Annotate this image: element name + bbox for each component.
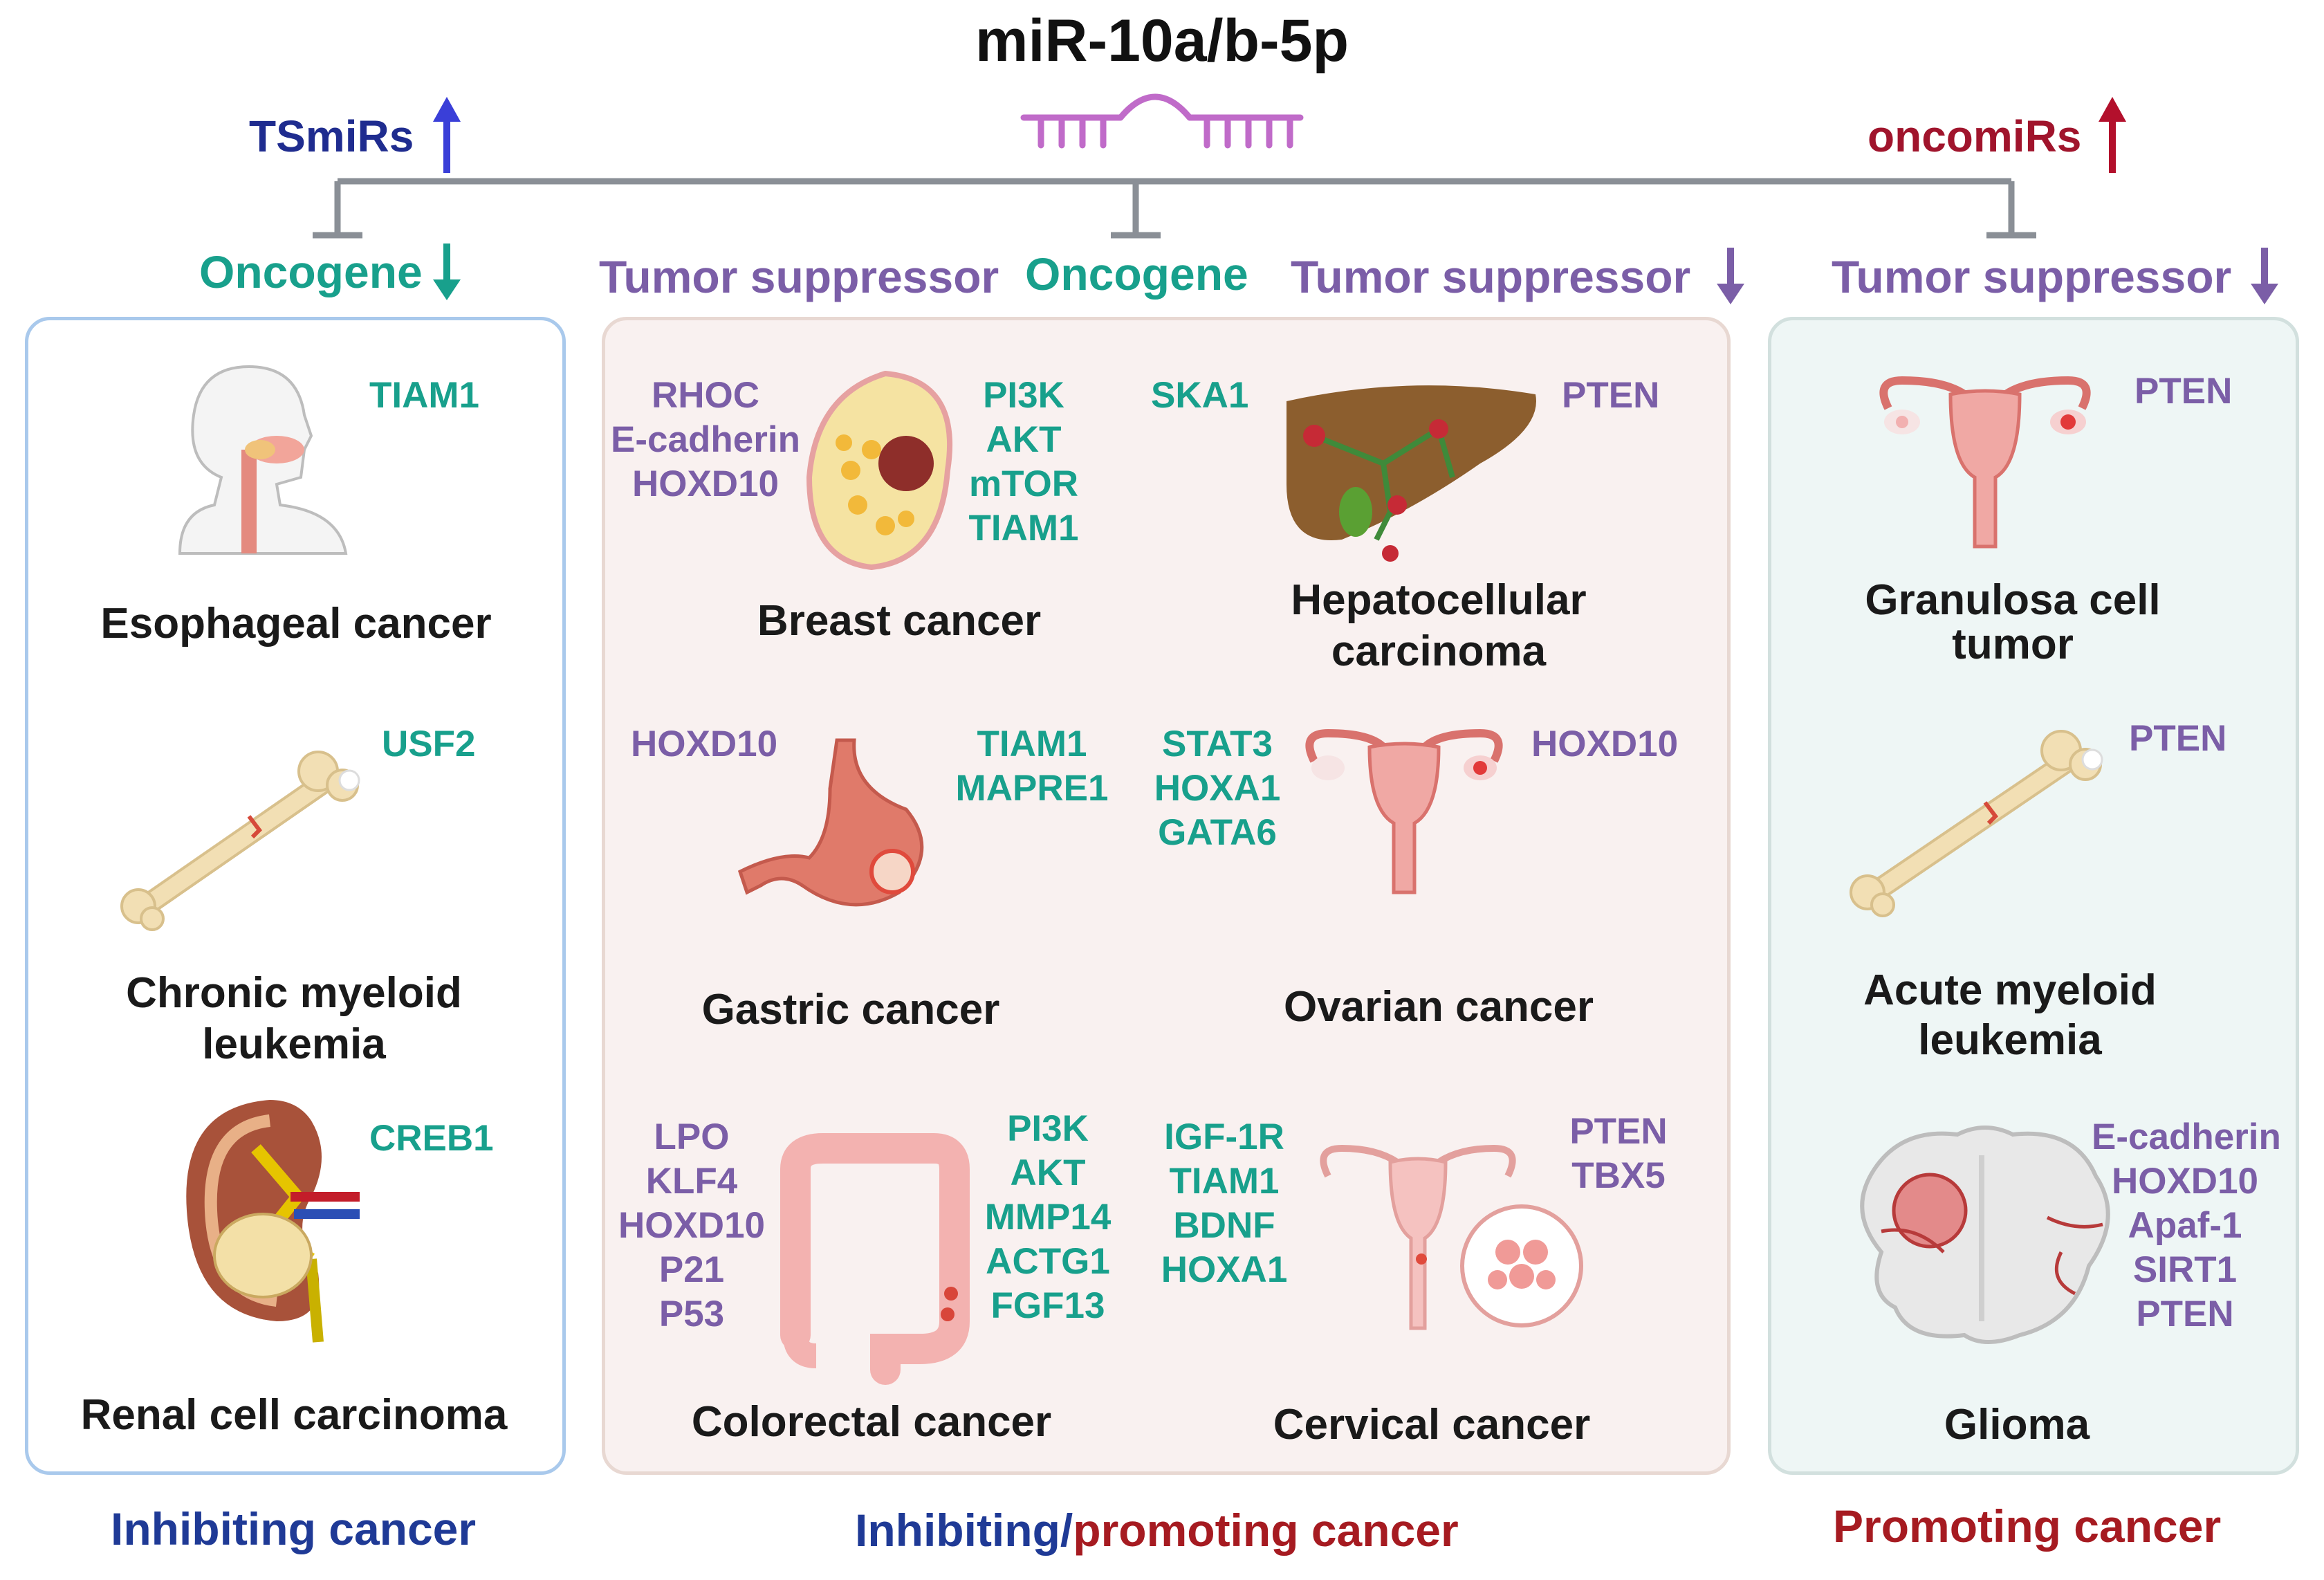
gene-apaf-1: Apaf-1 bbox=[2128, 1205, 2242, 1246]
gene-akt: AKT bbox=[1010, 1152, 1086, 1193]
gene-actg1: ACTG1 bbox=[986, 1241, 1110, 1282]
gene-creb1: CREB1 bbox=[369, 1118, 494, 1159]
gene-mmp14: MMP14 bbox=[984, 1197, 1112, 1238]
bone-icon bbox=[120, 751, 360, 931]
cancer-cervical: Cervical cancer bbox=[1273, 1401, 1591, 1449]
cancer-glioma: Glioma bbox=[1944, 1401, 2090, 1449]
gene-tbx5: TBX5 bbox=[1571, 1155, 1666, 1196]
arrow-up-icon bbox=[433, 97, 461, 173]
cancer-granulosa-line1: Granulosa cell bbox=[1865, 576, 2161, 624]
head-esophagus-icon bbox=[178, 365, 348, 555]
ovarian-oncogene-list: STAT3 HOXA1 GATA6 bbox=[1134, 722, 1300, 855]
cancer-esophageal: Esophageal cancer bbox=[100, 600, 492, 647]
cancer-aml-line1: Acute myeloid bbox=[1863, 966, 2157, 1014]
brain-icon bbox=[1860, 1126, 2110, 1344]
gene-hoxd10: HOXD10 bbox=[631, 463, 780, 504]
bone-icon bbox=[1850, 730, 2103, 917]
gene-pten: PTEN bbox=[2136, 1294, 2234, 1334]
header-mid-tumor-suppressor-right: Tumor suppressor bbox=[1291, 251, 1691, 302]
gastric-oncogene-list: TIAM1 MAPRE1 bbox=[949, 722, 1115, 811]
footer-promoting-part: promoting cancer bbox=[1073, 1505, 1459, 1556]
gene-usf2: USF2 bbox=[382, 724, 476, 764]
cervical-oncogene-list: IGF-1R TIAM1 BDNF HOXA1 bbox=[1141, 1115, 1307, 1292]
footer-inhibiting-part: Inhibiting/ bbox=[855, 1505, 1073, 1556]
header-mid-oncogene: Oncogene bbox=[1025, 248, 1248, 300]
gene-akt: AKT bbox=[986, 419, 1062, 460]
arrow-up-icon bbox=[2099, 97, 2126, 173]
footer-promoting-cancer: Promoting cancer bbox=[1833, 1500, 2222, 1552]
arrow-down-icon bbox=[433, 244, 461, 300]
cancer-hcc-line2: carcinoma bbox=[1331, 627, 1547, 675]
header-right-tumor-suppressor: Tumor suppressor bbox=[1832, 251, 2232, 302]
cancer-hcc-line1: Hepatocellular bbox=[1291, 576, 1587, 624]
breast-tissue-icon bbox=[806, 370, 953, 571]
gene-pten: PTEN bbox=[2134, 371, 2233, 412]
arrow-down-icon bbox=[1717, 248, 1744, 304]
gene-fgf13: FGF13 bbox=[990, 1285, 1105, 1326]
gene-pi3k: PI3K bbox=[983, 375, 1064, 416]
cancer-cml-line2: leukemia bbox=[202, 1020, 386, 1068]
gene-pten: PTEN bbox=[1569, 1111, 1668, 1152]
header-mid-tumor-suppressor-left: Tumor suppressor bbox=[599, 251, 999, 302]
cancer-ovarian: Ovarian cancer bbox=[1283, 983, 1594, 1031]
gene-e-cadherin: E-cadherin bbox=[2092, 1117, 2281, 1157]
cancer-gastric: Gastric cancer bbox=[701, 986, 1000, 1034]
liver-icon bbox=[1286, 385, 1536, 562]
gene-tiam1: TIAM1 bbox=[968, 508, 1079, 549]
gene-mapre1: MAPRE1 bbox=[955, 768, 1109, 809]
gene-klf4: KLF4 bbox=[645, 1161, 738, 1202]
gene-igf-1r: IGF-1R bbox=[1164, 1117, 1284, 1157]
cervical-suppressor-list: PTEN TBX5 bbox=[1556, 1110, 1681, 1198]
inhibition-bracket bbox=[313, 178, 2036, 239]
breast-oncogene-list: PI3K AKT mTOR TIAM1 bbox=[954, 374, 1093, 551]
oncomirs-label: oncomiRs bbox=[1868, 111, 2082, 161]
breast-suppressor-list: RHOC E-cadherin HOXD10 bbox=[609, 374, 802, 506]
gene-lpo: LPO bbox=[654, 1117, 730, 1157]
gene-gata6: GATA6 bbox=[1158, 812, 1277, 853]
cancer-rcc: Renal cell carcinoma bbox=[80, 1391, 508, 1439]
gene-bdnf: BDNF bbox=[1173, 1205, 1275, 1246]
cancer-breast: Breast cancer bbox=[757, 597, 1042, 645]
footer-inhibiting-promoting: Inhibiting/promoting cancer bbox=[855, 1504, 1459, 1556]
gene-tiam1: TIAM1 bbox=[1169, 1161, 1280, 1202]
gene-p53: P53 bbox=[658, 1294, 725, 1334]
colon-icon bbox=[780, 1133, 970, 1385]
kidney-icon bbox=[186, 1100, 360, 1343]
colorectal-suppressor-list: LPO KLF4 HOXD10 P21 P53 bbox=[609, 1115, 775, 1336]
gene-hoxd10: HOXD10 bbox=[1531, 724, 1679, 764]
glioma-suppressor-list: E-cadherin HOXD10 Apaf-1 SIRT1 PTEN bbox=[2092, 1115, 2281, 1336]
header-left-oncogene: Oncogene bbox=[199, 246, 423, 297]
cancer-aml-line2: leukemia bbox=[1918, 1016, 2102, 1064]
uterus-ovaries-icon bbox=[1879, 376, 2091, 549]
gene-hoxd10: HOXD10 bbox=[618, 1205, 766, 1246]
cancer-granulosa-line2: tumor bbox=[1952, 621, 2074, 668]
gene-hoxa1: HOXA1 bbox=[1161, 1249, 1288, 1290]
diagram-title: miR-10a/b-5p bbox=[975, 8, 1349, 74]
footer-inhibiting-cancer: Inhibiting cancer bbox=[111, 1503, 477, 1554]
gene-rhoc: RHOC bbox=[651, 375, 760, 416]
tsmirs-label: TSmiRs bbox=[249, 111, 414, 161]
cancer-cml-line1: Chronic myeloid bbox=[126, 969, 462, 1017]
gene-hoxd10: HOXD10 bbox=[631, 724, 778, 764]
gene-hoxd10: HOXD10 bbox=[2111, 1161, 2259, 1202]
colorectal-oncogene-list: PI3K AKT MMP14 ACTG1 FGF13 bbox=[968, 1107, 1127, 1328]
gene-e-cadherin: E-cadherin bbox=[611, 419, 800, 460]
gene-hoxa1: HOXA1 bbox=[1154, 768, 1281, 809]
gene-ska1: SKA1 bbox=[1151, 375, 1249, 416]
gene-tiam1: TIAM1 bbox=[369, 375, 479, 416]
gene-pten: PTEN bbox=[1562, 375, 1660, 416]
cancer-colorectal: Colorectal cancer bbox=[691, 1398, 1052, 1446]
arrow-down-icon bbox=[2251, 248, 2278, 304]
stomach-icon bbox=[737, 738, 924, 907]
gene-pi3k: PI3K bbox=[1007, 1108, 1089, 1149]
gene-mtor: mTOR bbox=[968, 463, 1079, 504]
cervix-icon bbox=[1320, 1144, 1583, 1330]
gene-pten: PTEN bbox=[2129, 718, 2227, 759]
gene-stat3: STAT3 bbox=[1162, 724, 1273, 764]
uterus-ovaries-icon bbox=[1305, 728, 1503, 894]
gene-sirt1: SIRT1 bbox=[2132, 1249, 2238, 1290]
gene-p21: P21 bbox=[658, 1249, 725, 1290]
gene-tiam1: TIAM1 bbox=[977, 724, 1087, 764]
mirna-hairpin-icon bbox=[1020, 93, 1304, 149]
